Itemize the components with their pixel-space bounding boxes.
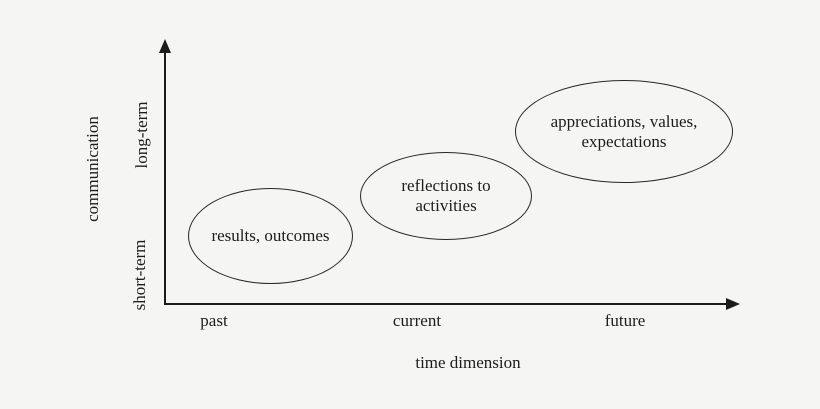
x-axis-tick-current: current (392, 311, 442, 330)
ellipse-label: appreciations, values, expectations (550, 111, 698, 151)
ellipse-appreciations-values-expectations: appreciations, values, expectations (515, 80, 733, 183)
x-axis-tick-future: future (604, 311, 646, 330)
x-axis-title: time dimension (415, 353, 521, 372)
y-axis-tick-short-term: short-term (130, 239, 149, 311)
ellipse-label: reflections to activities (401, 176, 491, 215)
x-axis-arrowhead-icon (726, 298, 740, 310)
y-axis-line (164, 50, 166, 305)
y-axis-title: communication (83, 116, 102, 222)
y-axis-arrowhead-icon (159, 39, 171, 53)
ellipse-results-outcomes: results, outcomes (188, 188, 353, 284)
ellipse-reflections-to-activities: reflections to activities (360, 152, 532, 240)
x-axis-line (164, 303, 728, 305)
ellipse-label: results, outcomes (211, 226, 330, 245)
x-axis-tick-past: past (200, 311, 228, 330)
y-axis-tick-long-term: long-term (132, 101, 151, 169)
